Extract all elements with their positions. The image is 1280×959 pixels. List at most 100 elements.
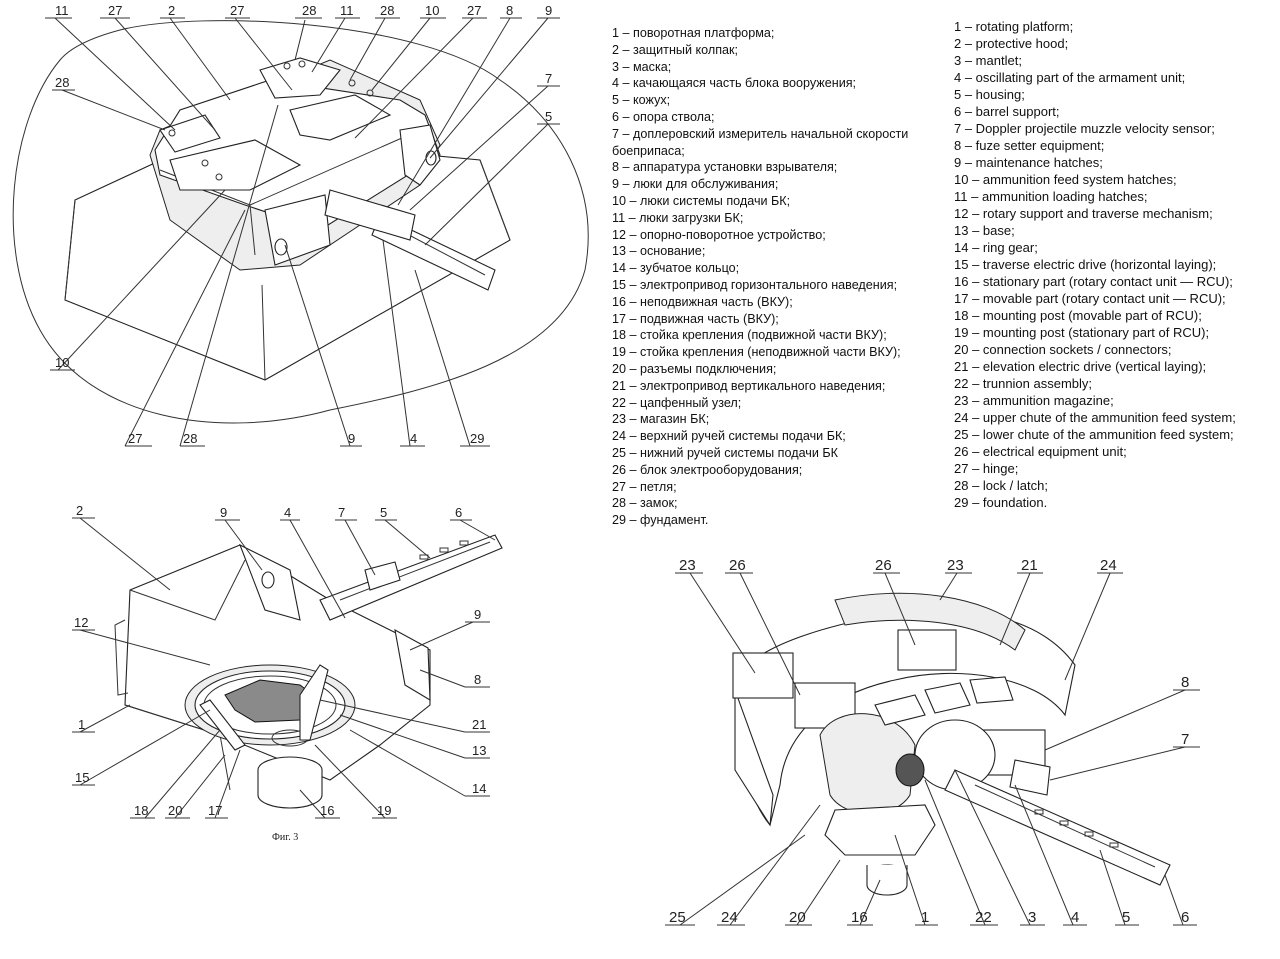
fig-bottom-right-label: 4 [1071,909,1079,926]
fig-top-label: 27 [128,431,142,446]
legend-item-en: 27 – hinge; [954,461,1019,476]
fig-bottom-left-label: 15 [75,770,89,785]
legend-item-en: 29 – foundation. [954,495,1048,510]
fig-bottom-right-label: 26 [729,557,746,574]
fig-bottom-left-label: 9 [220,505,227,520]
fig-bottom-right-label: 22 [975,909,992,926]
legend-english: 1 – rotating platform;2 – protective hoo… [954,18,1274,511]
legend-item-en: 10 – ammunition feed system hatches; [954,172,1177,187]
legend-item-en: 4 – oscillating part of the armament uni… [954,70,1186,85]
fig-top-label: 10 [425,3,439,18]
legend-item-en: 1 – rotating platform; [954,19,1074,34]
legend-item-en: 13 – base; [954,223,1015,238]
legend-item-ru: 6 – опора ствола; [612,109,715,124]
turret-drawing: 11 27 2 27 28 11 28 10 27 8 9 28 7 5 10 … [12,3,589,447]
legend-item-en: 5 – housing; [954,87,1025,102]
legend-item-ru: 11 – люки загрузки БК; [612,210,744,225]
legend-item-ru: 16 – неподвижная часть (ВКУ); [612,294,793,309]
internal-layout-drawing: 23 26 26 23 21 24 8 7 25 24 20 16 1 22 3… [665,557,1200,926]
legend-item-ru: 2 – защитный колпак; [612,42,739,57]
legend-item-en: 9 – maintenance hatches; [954,155,1103,170]
fig-bottom-left-label: 21 [472,717,486,732]
fig-bottom-right-label: 24 [1100,557,1117,574]
legend-russian: 1 – поворотная платформа; 2 – защитный ко… [612,25,942,529]
fig-top-label: 28 [55,75,69,90]
fig-bottom-left-label: 16 [320,803,334,818]
fig-bottom-left-label: 13 [472,743,486,758]
legend-item-en: 21 – elevation electric drive (vertical … [954,359,1207,374]
legend-item-en: 28 – lock / latch; [954,478,1048,493]
legend-item-en: 11 – ammunition loading hatches; [954,189,1148,204]
legend-item-ru: 7 – доплеровский измеритель начальной ск… [612,126,909,158]
fig-bottom-left-label: 9 [474,607,481,622]
legend-item-ru: 5 – кожух; [612,93,671,108]
legend-item-ru: 26 – блок электрооборудования; [612,462,803,477]
fig-top-label: 28 [380,3,394,18]
fig-top-label: 29 [470,431,484,446]
legend-item-en: 15 – traverse electric drive (horizontal… [954,257,1217,272]
fig-bottom-left-label: 7 [338,505,345,520]
fig-top-label: 7 [545,71,552,86]
legend-item-ru: 8 – аппаратура установки взрывателя; [612,160,838,175]
legend-item-ru: 29 – фундамент. [612,513,709,528]
legend-item-ru: 3 – маска; [612,59,672,74]
fig-top-label: 27 [230,3,244,18]
legend-item-en: 7 – Doppler projectile muzzle velocity s… [954,121,1215,136]
legend-item-ru: 4 – качающаяся часть блока вооружения; [612,76,857,91]
legend-item-en: 22 – trunnion assembly; [954,376,1093,391]
fig-top-label: 10 [55,355,69,370]
underside-drawing: 2 9 4 7 5 6 12 9 1 8 21 13 15 14 18 20 1… [72,503,503,819]
figure-internal-layout: 23 26 26 23 21 24 8 7 25 24 20 16 1 22 3… [655,555,1275,950]
fig-bottom-right-label: 6 [1181,909,1189,926]
legend-item-en: 25 – lower chute of the ammunition feed … [954,427,1234,442]
fig-bottom-right-label: 23 [679,557,696,574]
fig-bottom-right-label: 7 [1181,731,1189,748]
figure-underside-view: 2 9 4 7 5 6 12 9 1 8 21 13 15 14 18 20 1… [0,500,600,830]
fig-bottom-left-label: 20 [168,803,182,818]
fig-bottom-right-label: 21 [1021,557,1038,574]
fig-top-label: 5 [545,109,552,124]
fig-bottom-right-label: 24 [721,909,738,926]
legend-item-en: 8 – fuze setter equipment; [954,138,1105,153]
fig-top-label: 2 [168,3,175,18]
legend-item-en: 20 – connection sockets / connectors; [954,342,1172,357]
legend-item-en: 17 – movable part (rotary contact unit —… [954,291,1226,306]
legend-item-en: 6 – barrel support; [954,104,1060,119]
legend-item-ru: 19 – стойка крепления (неподвижной части… [612,345,901,360]
fig-top-label: 4 [410,431,417,446]
fig-top-label: 9 [348,431,355,446]
legend-item-ru: 18 – стойка крепления (подвижной части В… [612,328,887,343]
legend-item-ru: 24 – верхний ручей системы подачи БК; [612,429,846,444]
legend-item-ru: 1 – поворотная платформа; [612,26,775,40]
fig-bottom-right-label: 25 [669,909,686,926]
fig-top-label: 28 [183,431,197,446]
fig-top-label: 9 [545,3,552,18]
fig-bottom-left-label: 1 [78,717,85,732]
legend-item-ru: 28 – замок; [612,496,678,511]
legend-item-ru: 20 – разъемы подключения; [612,361,777,376]
fig-bottom-right-label: 5 [1122,909,1130,926]
fig-bottom-left-label: 4 [284,505,291,520]
fig-top-label: 28 [302,3,316,18]
fig-bottom-left-label: 2 [76,503,83,518]
fig-bottom-right-label: 1 [921,909,929,926]
legend-item-ru: 15 – электропривод горизонтального навед… [612,277,898,292]
legend-item-ru: 25 – нижний ручей системы подачи БК [612,445,838,460]
fig-top-label: 27 [467,3,481,18]
legend-item-ru: 9 – люки для обслуживания; [612,177,779,192]
fig-bottom-right-label: 23 [947,557,964,574]
legend-item-en: 26 – electrical equipment unit; [954,444,1127,459]
fig-top-label: 11 [55,3,69,18]
legend-item-ru: 13 – основание; [612,244,706,259]
fig-bottom-left-label: 19 [377,803,391,818]
fig-bottom-left-label: 18 [134,803,148,818]
legend-item-en: 3 – mantlet; [954,53,1022,68]
fig-bottom-left-label: 14 [472,781,486,796]
legend-item-ru: 21 – электропривод вертикального наведен… [612,378,886,393]
fig-bottom-left-label: 12 [74,615,88,630]
legend-item-en: 16 – stationary part (rotary contact uni… [954,274,1233,289]
fig-bottom-left-label: 8 [474,672,481,687]
fig-top-label: 27 [108,3,122,18]
legend-item-en: 24 – upper chute of the ammunition feed … [954,410,1236,425]
